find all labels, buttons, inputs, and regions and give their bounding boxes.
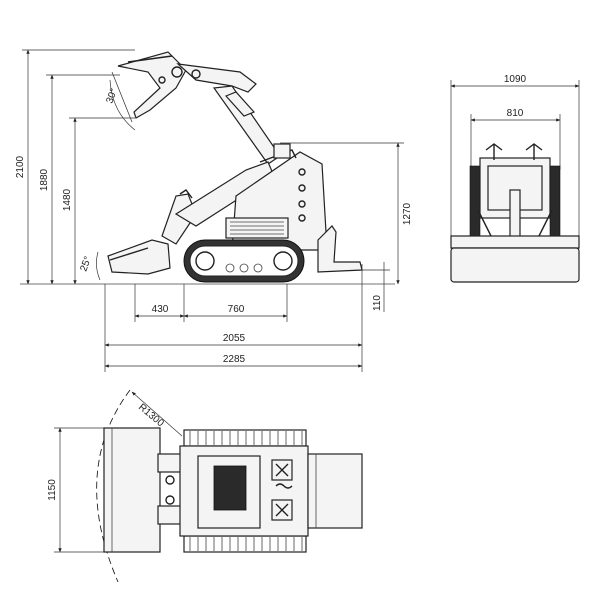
- raised-bucket: [117, 51, 187, 119]
- operator-platform: [307, 453, 363, 529]
- lowered-bucket: [107, 239, 171, 275]
- bucket-front: [450, 247, 580, 283]
- height-1480-label: 1480: [62, 188, 73, 211]
- bucket-front-top: [450, 235, 580, 249]
- swing-radius-arc: [96, 389, 131, 583]
- dump-angle-label: 30°: [104, 87, 120, 105]
- side-view: 2100 1880 1480 1270 110 30° 25°: [15, 49, 413, 372]
- track-side: [183, 239, 305, 283]
- top-view: R1300 1150: [47, 389, 363, 583]
- tilt-cylinder: [509, 189, 521, 239]
- dump-angle-arc: [109, 79, 136, 131]
- height-1880-label: 1880: [39, 168, 50, 191]
- width-1090-label: 1090: [504, 74, 527, 85]
- rollback-angle-label: 25°: [78, 255, 94, 273]
- bucket-top: [103, 427, 161, 553]
- length-dimension-lines: [104, 264, 363, 372]
- machine-body: [225, 143, 363, 273]
- right-track-front: [549, 165, 561, 247]
- engine-grille: [213, 465, 247, 511]
- width-810-label: 810: [507, 108, 524, 119]
- lowered-arm: [161, 161, 275, 245]
- clearance-110-label: 110: [372, 295, 383, 311]
- height-2100-label: 2100: [15, 155, 26, 178]
- height-1270-label: 1270: [402, 202, 413, 225]
- height-dimension-lines: [22, 49, 404, 312]
- raised-arm: [176, 63, 281, 165]
- swing-radius-label: R1300: [136, 402, 166, 430]
- length-2055-label: 2055: [223, 333, 246, 344]
- left-track-front: [469, 165, 481, 247]
- rollback-angle-arc: [96, 251, 101, 281]
- length-430-label: 430: [152, 304, 169, 315]
- front-view: 1090 810: [450, 74, 580, 283]
- width-1150-label: 1150: [47, 479, 58, 501]
- length-760-label: 760: [228, 304, 245, 315]
- length-2285-label: 2285: [223, 354, 246, 365]
